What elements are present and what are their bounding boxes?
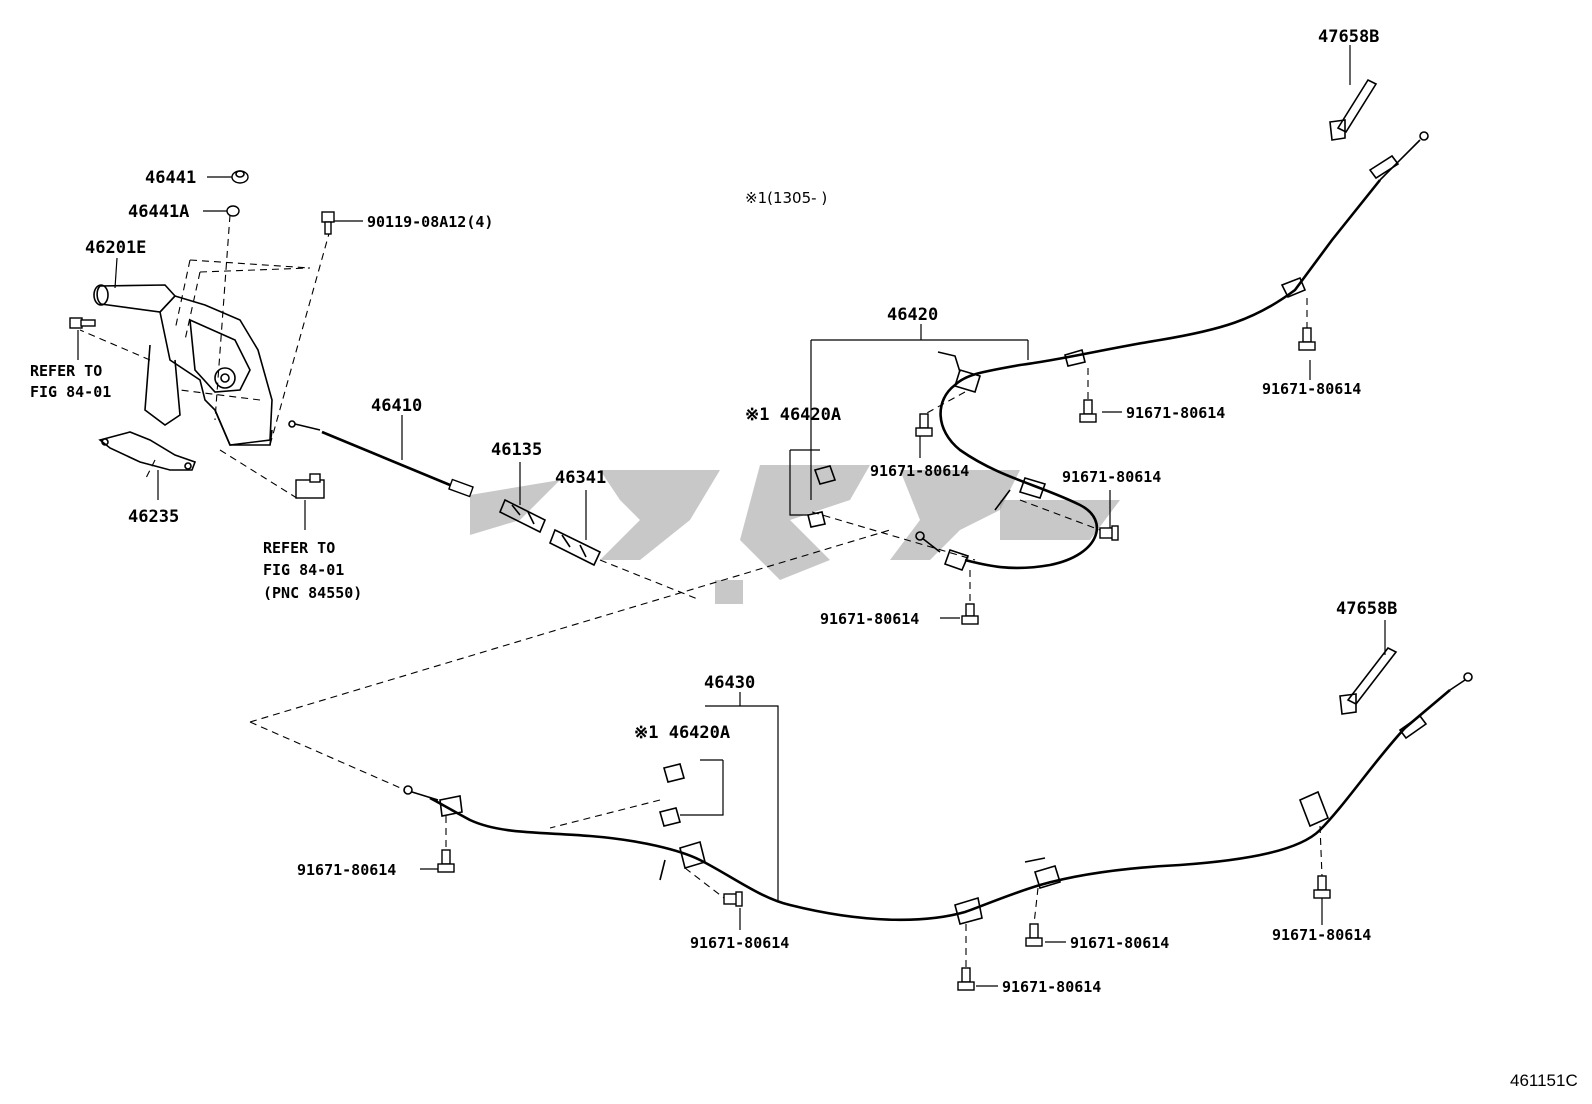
rear-cable-46420 — [807, 131, 1429, 572]
label-46341: 46341 — [555, 468, 606, 488]
label-bolt-top-right: 91671-80614 — [1262, 380, 1361, 398]
label-46430: 46430 — [704, 673, 755, 693]
bolt-91671-top-right — [1298, 327, 1316, 351]
label-note-range: ※1(1305- ) — [745, 189, 827, 207]
label-refer2-line2: FIG 84-01 — [263, 561, 344, 579]
bolt-91671-bot-low — [957, 967, 975, 991]
bolt-91671-top-side — [1099, 525, 1119, 541]
bolt-refer-left — [69, 317, 96, 329]
bolt-90119 — [321, 211, 335, 235]
bolt-91671-top-bottom — [961, 603, 979, 625]
label-90119: 90119-08A12(4) — [367, 213, 493, 231]
label-refer1-line1: REFER TO — [30, 362, 102, 380]
label-bolt-bot-right: 91671-80614 — [1272, 926, 1371, 944]
bolt-91671-bot-mid — [723, 891, 743, 907]
label-46201e: 46201E — [85, 238, 146, 258]
label-47658b-top: 47658B — [1318, 27, 1379, 47]
bolt-91671-top-left — [915, 413, 933, 437]
label-bolt-bot-mid: 91671-80614 — [690, 934, 789, 952]
label-47658b-bottom: 47658B — [1336, 599, 1397, 619]
bolt-91671-bot-center — [1025, 923, 1043, 947]
label-refer2-line3: (PNC 84550) — [263, 584, 362, 602]
equalizer-46341 — [548, 528, 602, 567]
label-bolt-bot-low: 91671-80614 — [1002, 978, 1101, 996]
label-refer2-line1: REFER TO — [263, 539, 335, 557]
washer-46441a — [226, 205, 240, 217]
label-bolt-top-left: 91671-80614 — [870, 462, 969, 480]
label-bolt-bot-center: 91671-80614 — [1070, 934, 1169, 952]
label-46441a: 46441A — [128, 202, 189, 222]
bracket-47658b-bottom — [1339, 646, 1398, 715]
label-refer1-line2: FIG 84-01 — [30, 383, 111, 401]
label-46420a-top: ※1 46420A — [745, 405, 841, 425]
switch-sensor — [295, 473, 325, 499]
bracket-47658b-top — [1329, 78, 1378, 141]
bolt-91671-bot-right — [1313, 875, 1331, 899]
label-bolt-bot-left: 91671-80614 — [297, 861, 396, 879]
front-cable-46410 — [288, 420, 474, 498]
label-46420a-bottom: ※1 46420A — [634, 723, 730, 743]
figure-id: 461151C — [1510, 1071, 1578, 1090]
watermark-logo — [470, 465, 1120, 604]
label-46441: 46441 — [145, 168, 196, 188]
part-labels: 46441 46441A 90119-08A12(4) 46201E REFER… — [30, 27, 1578, 1090]
dashed-guides — [249, 298, 1323, 968]
rear-cable-46430 — [403, 672, 1473, 925]
label-46410: 46410 — [371, 396, 422, 416]
bolt-91671-bot-left — [437, 849, 455, 873]
label-46235: 46235 — [128, 507, 179, 527]
nut-46441 — [231, 170, 249, 184]
bolt-91671-top-mid — [1079, 399, 1097, 423]
label-46135: 46135 — [491, 440, 542, 460]
label-46420: 46420 — [887, 305, 938, 325]
label-bolt-top-mid: 91671-80614 — [1126, 404, 1225, 422]
label-bolt-top-bottom: 91671-80614 — [820, 610, 919, 628]
leader-lines — [77, 45, 1386, 987]
equalizer-46135 — [498, 498, 547, 534]
label-bolt-top-side: 91671-80614 — [1062, 468, 1161, 486]
brake-lever-assembly — [79, 214, 331, 501]
